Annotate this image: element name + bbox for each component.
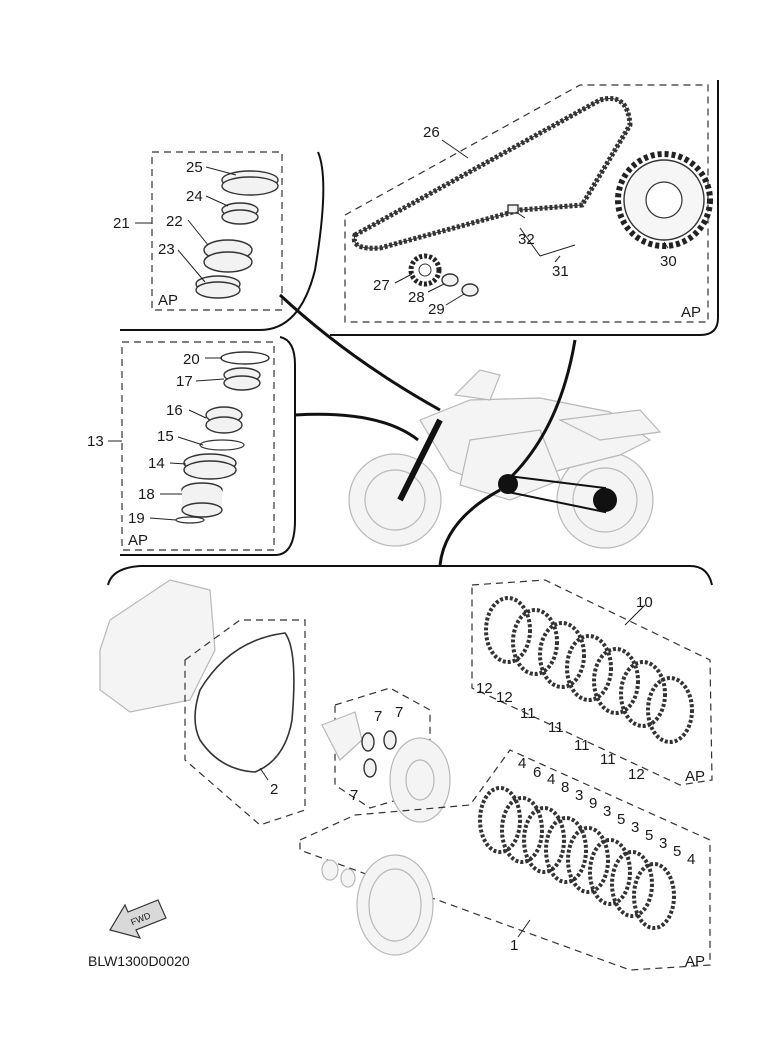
drive-panel-outline bbox=[330, 80, 719, 336]
label-3d: 3 bbox=[659, 835, 667, 852]
gasket bbox=[194, 632, 295, 773]
rear-sprocket bbox=[615, 151, 713, 249]
gasket-box bbox=[184, 619, 306, 826]
drive-chain bbox=[351, 96, 633, 251]
drive-box bbox=[344, 84, 709, 323]
label-10: 10 bbox=[636, 594, 653, 611]
label-20: 20 bbox=[183, 351, 200, 368]
clutch-plate-pack bbox=[478, 786, 676, 930]
label-4a: 4 bbox=[518, 755, 526, 772]
label-5c: 5 bbox=[673, 843, 681, 860]
front-sprocket-parts bbox=[408, 204, 519, 297]
clutch-housing-ghost bbox=[321, 854, 434, 956]
label-15: 15 bbox=[157, 428, 174, 445]
group-1-box bbox=[299, 749, 711, 971]
label-2: 2 bbox=[270, 781, 278, 798]
label-1: 1 bbox=[510, 937, 518, 954]
label-8: 8 bbox=[561, 779, 569, 796]
label-4b: 4 bbox=[547, 771, 555, 788]
label-17: 17 bbox=[176, 373, 193, 390]
label-30: 30 bbox=[660, 253, 677, 270]
ap-label-10: AP bbox=[685, 768, 705, 785]
clutch-damper-parts bbox=[321, 711, 397, 778]
leader-lines bbox=[108, 139, 669, 938]
label-12b: 12 bbox=[496, 689, 513, 706]
group-10-box bbox=[471, 579, 713, 786]
label-5b: 5 bbox=[645, 827, 653, 844]
label-4c: 4 bbox=[687, 851, 695, 868]
clutch-panel-outline bbox=[107, 565, 713, 586]
label-24: 24 bbox=[186, 188, 203, 205]
crankcase-cover-ghost bbox=[99, 579, 216, 713]
label-19: 19 bbox=[128, 510, 145, 527]
diagram-code: BLW1300D0020 bbox=[88, 953, 190, 969]
ap-label-drive: AP bbox=[681, 304, 701, 321]
steering-top-panel-outline bbox=[120, 151, 325, 331]
label-11a: 11 bbox=[520, 705, 536, 722]
ap-label-21: AP bbox=[158, 292, 178, 309]
steering-lower-panel-outline bbox=[120, 336, 296, 556]
label-14: 14 bbox=[148, 455, 165, 472]
label-9: 9 bbox=[589, 795, 597, 812]
label-28: 28 bbox=[408, 289, 425, 306]
label-6: 6 bbox=[533, 764, 541, 781]
label-11b: 11 bbox=[548, 719, 564, 736]
label-16: 16 bbox=[166, 402, 183, 419]
label-3b: 3 bbox=[603, 803, 611, 820]
part-labels: 25 24 21 22 23 AP 20 17 16 15 13 14 18 1… bbox=[87, 124, 705, 970]
label-21: 21 bbox=[113, 215, 130, 232]
label-18: 18 bbox=[138, 486, 155, 503]
ap-label-1: AP bbox=[685, 953, 705, 970]
label-22: 22 bbox=[166, 213, 183, 230]
callout-steering-lower bbox=[294, 412, 419, 442]
label-32: 32 bbox=[518, 231, 535, 248]
label-27: 27 bbox=[373, 277, 390, 294]
callout-drive-chain bbox=[506, 339, 577, 482]
steering-lower-parts bbox=[175, 351, 270, 524]
label-23: 23 bbox=[158, 241, 175, 258]
group-13-box bbox=[121, 341, 275, 551]
label-7a: 7 bbox=[374, 708, 382, 725]
callout-clutch bbox=[438, 488, 501, 566]
label-3a: 3 bbox=[575, 787, 583, 804]
label-12c: 12 bbox=[628, 766, 645, 783]
label-13: 13 bbox=[87, 433, 104, 450]
callout-steering-top bbox=[278, 293, 441, 412]
label-25: 25 bbox=[186, 159, 203, 176]
label-7c: 7 bbox=[350, 787, 358, 804]
label-12a: 12 bbox=[476, 680, 493, 697]
label-31: 31 bbox=[552, 263, 569, 280]
label-29: 29 bbox=[428, 301, 445, 318]
label-5a: 5 bbox=[617, 811, 625, 828]
friction-plates-set-10 bbox=[484, 596, 694, 744]
label-26: 26 bbox=[423, 124, 440, 141]
steering-top-parts bbox=[195, 170, 279, 299]
label-3c: 3 bbox=[631, 819, 639, 836]
label-7b: 7 bbox=[395, 704, 403, 721]
fwd-arrow-icon: FWD bbox=[109, 899, 167, 939]
label-11c: 11 bbox=[574, 737, 590, 754]
clutch-boss bbox=[389, 737, 451, 823]
label-11d: 11 bbox=[600, 751, 616, 768]
group-21-box bbox=[151, 151, 283, 311]
ap-label-13: AP bbox=[128, 532, 148, 549]
motorcycle-illustration bbox=[348, 369, 662, 549]
